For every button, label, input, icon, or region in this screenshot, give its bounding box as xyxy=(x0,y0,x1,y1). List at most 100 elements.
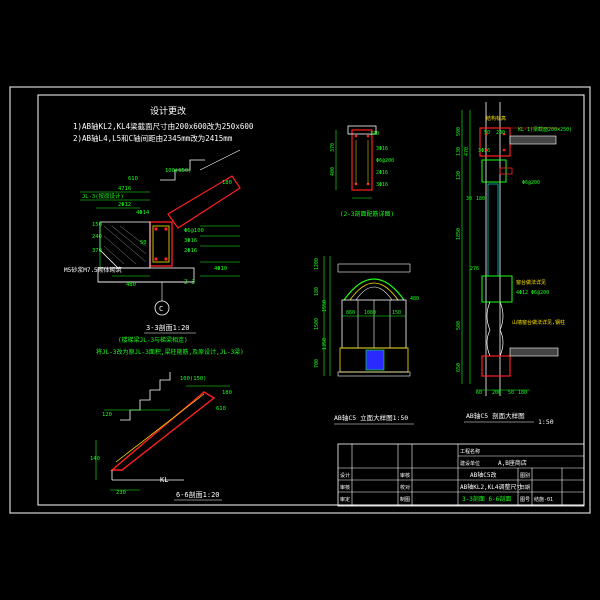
s66-dim-180: 180 xyxy=(222,390,232,396)
elev-dim-1350: 1350 xyxy=(322,338,328,350)
s66-dim-230: 230 xyxy=(116,490,126,496)
wall-dim-130: 130 xyxy=(456,147,462,156)
wall-dim-280: 280 xyxy=(496,130,505,136)
tb-item-3: 3-3剖面 6-6剖面 xyxy=(462,495,511,503)
s33-2q16: 2Φ16 xyxy=(184,248,197,254)
tb-item-2: AB轴KL2,KL4调整尺寸 xyxy=(460,483,523,491)
elev-dim-700: 700 xyxy=(314,359,320,368)
s66-dim-140: 140 xyxy=(90,456,100,462)
wall-parapet-note: 山墙窗台做法详见,钢柱 xyxy=(512,319,565,326)
s33-title: 3-3剖面1:20 xyxy=(146,323,190,332)
wall-section-detail: KL-1(梁截面200x250) 结构标高 50 280 3Φ16 Φ6@200… xyxy=(456,102,572,426)
s23-dim-370b: 370 xyxy=(370,131,379,137)
wall-dim-50: 50 xyxy=(484,130,490,136)
tb-proof-label: 校对 xyxy=(400,484,410,491)
wall-dim-276: 276 xyxy=(470,266,479,272)
tb-project-label: 工程名称 xyxy=(460,448,480,455)
section-6-6-detail: 100(150) 120 610 180 140 230 KL 6-6剖面1:2… xyxy=(90,372,232,501)
elev-dim-150: 150 xyxy=(392,310,401,316)
wall-dim-30: 30 xyxy=(466,196,472,202)
wall-dim-590: 590 xyxy=(456,127,462,136)
wall-kl: KL-1(梁截面200x250) xyxy=(518,126,572,133)
wall-dim-650: 650 xyxy=(456,363,462,372)
title-block: 工程名称 建设单位 A,B座商店 设计 审核 AB轴C5改 审核 校对 AB轴K… xyxy=(337,443,585,507)
s33-6q100: Φ6@100 xyxy=(184,228,204,234)
elev-dim-1500: 1500 xyxy=(314,318,320,330)
tb-approve-label: 审定 xyxy=(340,496,350,503)
s23-6q: Φ6@200 xyxy=(376,158,394,164)
tb-design-label: 设计 xyxy=(340,472,350,479)
s33-m5-note: M5砂浆M7.5砌体砌筑 xyxy=(64,266,122,274)
elev-dim-480: 480 xyxy=(410,296,419,302)
design-change-notes: 设计更改 1)AB轴KL2,KL4梁截面尺寸由200x600改为250x600 … xyxy=(73,105,254,143)
elev-dim-180: 180 xyxy=(314,287,320,296)
wall-sill-note: 窗台做法详见 xyxy=(516,279,546,286)
wall-top-note: 结构标高 xyxy=(486,115,506,122)
s33-dim-480: 480 xyxy=(126,282,136,288)
s33-dim-180: 180 xyxy=(222,180,232,186)
tb-review-label: 审核 xyxy=(400,472,410,479)
wall-dim-470: 470 xyxy=(464,147,470,156)
wall-dim-1850: 1850 xyxy=(456,228,462,240)
tb-item-1: AB轴C5改 xyxy=(470,471,496,479)
tb-drawing-no: 结施-01 xyxy=(534,496,553,503)
tb-date-label: 日期 xyxy=(520,485,530,491)
s33-dim-4716: 4716 xyxy=(118,186,131,192)
s33-note-2: 将JL-3改为原JL-3面积,梁柱箍筋,及原设计,JL-3梁) xyxy=(96,348,244,356)
s66-dim-100150: 100(150) xyxy=(180,376,207,382)
elev-dim-1200: 1200 xyxy=(314,258,320,270)
s33-dim-240: 240 xyxy=(92,234,102,240)
s33-circle-label: C xyxy=(159,305,163,313)
window-elevation-detail: 1200 860 1080 150 180 1500 1350 700 1550… xyxy=(314,256,419,425)
s33-dim-100150: 100(150) xyxy=(165,168,192,174)
outer-frame xyxy=(9,86,591,514)
wall-dim-580: 580 xyxy=(456,321,462,330)
wall-3q16: 3Φ16 xyxy=(478,148,490,154)
wall-dim-180: 180 xyxy=(476,196,485,202)
wall-dim-120: 120 xyxy=(456,171,462,180)
wall-dim-60: 60 xyxy=(476,390,482,396)
section-2-3-detail: 370 400 370 3Φ16 Φ6@200 2Φ16 3Φ16 (2-3剖面… xyxy=(330,125,394,218)
tb-check-label: 审核 xyxy=(340,484,350,491)
s33-3q16: 3Φ16 xyxy=(184,238,197,244)
wall-4q12: 4Φ12 Φ6@200 xyxy=(516,290,549,296)
s33-2q12: 2Φ12 xyxy=(118,202,131,208)
s33-z3: Z-3 xyxy=(184,279,195,286)
elev-title: AB轴C5 立面大样图1:50 xyxy=(334,413,408,422)
wall-title: AB轴C5 剖面大样图 xyxy=(466,411,525,420)
wall-dim-200: 200 xyxy=(492,390,501,396)
tb-client-label: 建设单位 xyxy=(460,460,480,467)
section-3-3-detail: 4716 610 100(150) 180 JL-3(按原设计) 2Φ12 4Φ… xyxy=(64,149,244,356)
s23-dim-370: 370 xyxy=(330,143,336,152)
s23-dim-400: 400 xyxy=(330,167,336,176)
wall-dim-50b: 50 xyxy=(508,390,514,396)
elev-dim-1080: 1080 xyxy=(364,310,376,316)
s66-kl: KL xyxy=(160,476,168,484)
s33-dim-150: 150 xyxy=(92,222,102,228)
s66-dim-120: 120 xyxy=(102,412,112,418)
s33-4q14: 4Φ14 xyxy=(136,210,150,216)
s33-dim-370: 370 xyxy=(92,248,102,254)
s33-4q10: 4Φ10 xyxy=(214,266,227,272)
inner-frame xyxy=(37,94,585,506)
s23-3q16b: 3Φ16 xyxy=(376,182,388,188)
elev-dim-860: 860 xyxy=(346,310,355,316)
s23-3q16: 3Φ16 xyxy=(376,146,388,152)
wall-6q200: Φ6@200 xyxy=(522,180,540,186)
notes-line-2: 2)AB轴L4,L5和C轴间距由2345mm改为2415mm xyxy=(73,133,233,143)
s33-dim-50: 50 xyxy=(140,240,147,246)
s33-jl3: JL-3(按原设计) xyxy=(82,192,124,200)
notes-title: 设计更改 xyxy=(150,105,186,117)
wall-scale: 1:50 xyxy=(538,418,554,426)
s66-title: 6-6剖面1:20 xyxy=(176,490,220,499)
tb-dwg-label: 图别 xyxy=(520,472,530,479)
wall-dim-180b: 180 xyxy=(518,390,527,396)
notes-line-1: 1)AB轴KL2,KL4梁截面尺寸由200x600改为250x600 xyxy=(73,121,254,131)
elev-dim-1550: 1550 xyxy=(322,300,328,312)
tb-client-value: A,B座商店 xyxy=(498,459,527,467)
s33-note-1: (楼梯梁JL-3与梯梁相连) xyxy=(118,336,188,344)
s33-dim-610: 610 xyxy=(128,176,138,182)
s23-title: (2-3剖面配筋详图) xyxy=(340,210,394,218)
s66-dim-610: 610 xyxy=(216,406,226,412)
